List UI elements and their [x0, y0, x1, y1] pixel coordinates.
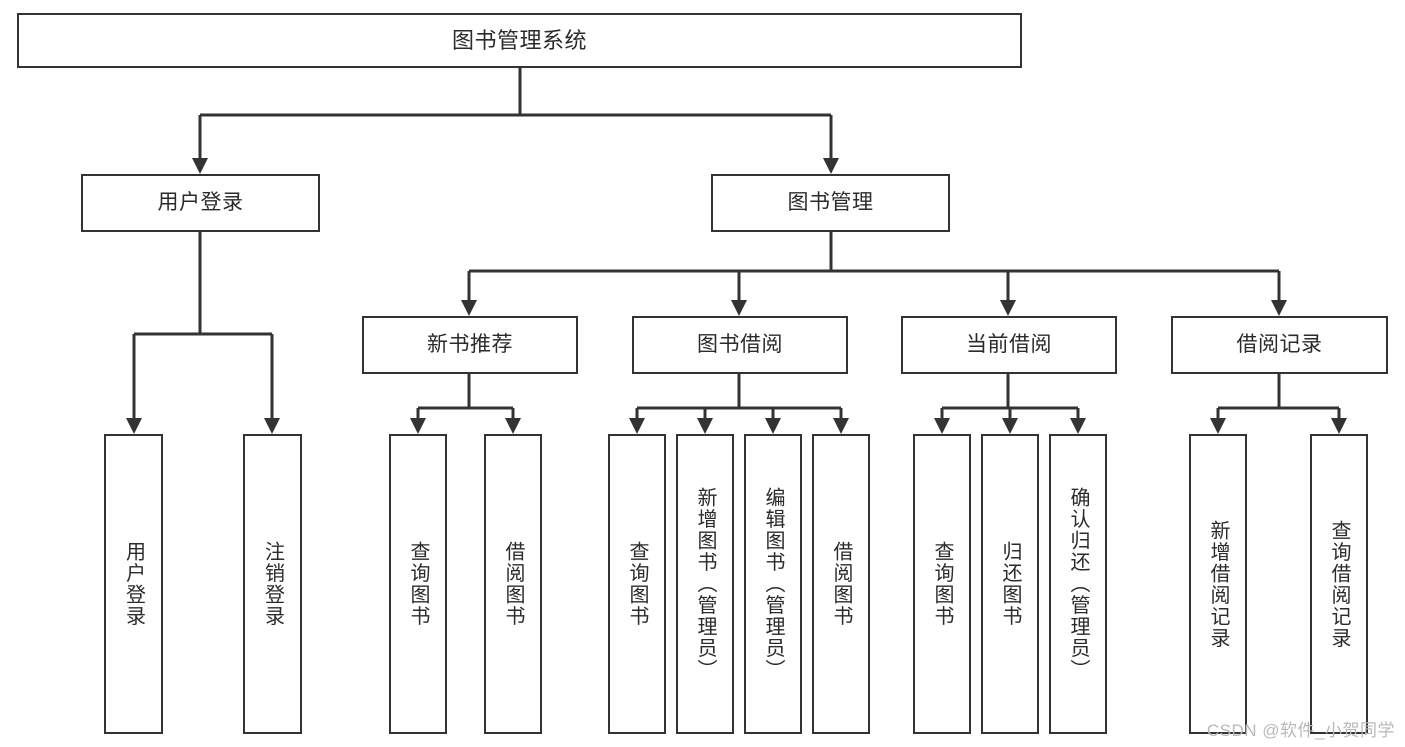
- connector-root-to-book-manage: [823, 115, 839, 174]
- node-current-borrow[interactable]: 当前借阅: [901, 316, 1117, 374]
- node-leaf-query-book-current[interactable]: 查询图书: [913, 434, 971, 734]
- node-leaf-query-borrow-record[interactable]: 查询借阅记录: [1310, 434, 1368, 734]
- node-leaf-add-borrow-record[interactable]: 新增借阅记录: [1189, 434, 1247, 734]
- node-label: 查询图书: [931, 541, 953, 627]
- node-label: 图书管理: [787, 190, 874, 214]
- connector-bo-a3: [765, 408, 781, 434]
- connector-bm-to-record: [1271, 271, 1287, 316]
- node-label: 确认归还（管理员）: [1067, 487, 1089, 681]
- connector-cu-a1: [934, 408, 950, 434]
- node-label: 新书推荐: [427, 332, 513, 356]
- connector-rec-a1: [410, 408, 426, 434]
- node-user-login[interactable]: 用户登录: [81, 174, 320, 232]
- node-label: 编辑图书（管理员）: [762, 487, 784, 681]
- connector-ul-to-leaf2: [264, 334, 280, 434]
- node-label: 注销登录: [261, 541, 284, 627]
- connector-bo-a1: [629, 408, 645, 434]
- connector-rec-a2: [505, 408, 521, 434]
- node-label: 借阅图书: [502, 541, 524, 627]
- node-borrow-record[interactable]: 借阅记录: [1171, 316, 1388, 374]
- node-leaf-borrow-book[interactable]: 借阅图书: [812, 434, 870, 734]
- node-label: 归还图书: [999, 541, 1021, 627]
- node-label: 用户登录: [122, 541, 145, 627]
- node-leaf-query-book-borrow[interactable]: 查询图书: [608, 434, 666, 734]
- node-label: 查询图书: [626, 541, 648, 627]
- node-label: 借阅记录: [1236, 332, 1323, 356]
- node-label: 图书管理系统: [451, 27, 587, 53]
- node-label: 用户登录: [157, 190, 244, 214]
- node-book-borrow[interactable]: 图书借阅: [632, 316, 848, 374]
- node-label: 查询图书: [407, 541, 429, 627]
- node-label: 新增借阅记录: [1207, 519, 1229, 649]
- node-leaf-user-logout[interactable]: 注销登录: [243, 434, 302, 734]
- connector-bm-to-recommend: [461, 271, 477, 316]
- node-label: 图书借阅: [697, 332, 783, 356]
- connector-ul-to-leaf1: [126, 334, 142, 434]
- node-root[interactable]: 图书管理系统: [17, 13, 1022, 68]
- node-leaf-user-login[interactable]: 用户登录: [104, 434, 163, 734]
- connector-root-to-user-login: [192, 115, 208, 174]
- node-label: 查询借阅记录: [1328, 519, 1350, 649]
- connector-bm-to-current: [1000, 271, 1016, 316]
- connector-cu-a2: [1002, 408, 1018, 434]
- connector-re-a2: [1331, 408, 1347, 434]
- connector-re-a1: [1210, 408, 1226, 434]
- node-label: 当前借阅: [966, 332, 1052, 356]
- node-label: 新增图书（管理员）: [694, 487, 716, 681]
- node-leaf-add-book[interactable]: 新增图书（管理员）: [676, 434, 734, 734]
- node-leaf-edit-book[interactable]: 编辑图书（管理员）: [744, 434, 802, 734]
- connector-bo-a4: [833, 408, 849, 434]
- node-leaf-query-book-rec[interactable]: 查询图书: [389, 434, 447, 734]
- connector-bm-to-borrow: [731, 271, 747, 316]
- node-leaf-borrow-book-rec[interactable]: 借阅图书: [484, 434, 542, 734]
- connector-cu-a3: [1070, 408, 1086, 434]
- node-leaf-return-book[interactable]: 归还图书: [981, 434, 1039, 734]
- node-new-book-recommend[interactable]: 新书推荐: [362, 316, 578, 374]
- node-book-manage[interactable]: 图书管理: [711, 174, 950, 232]
- node-label: 借阅图书: [830, 541, 852, 627]
- connector-bo-a2: [697, 408, 713, 434]
- node-leaf-confirm-return[interactable]: 确认归还（管理员）: [1049, 434, 1107, 734]
